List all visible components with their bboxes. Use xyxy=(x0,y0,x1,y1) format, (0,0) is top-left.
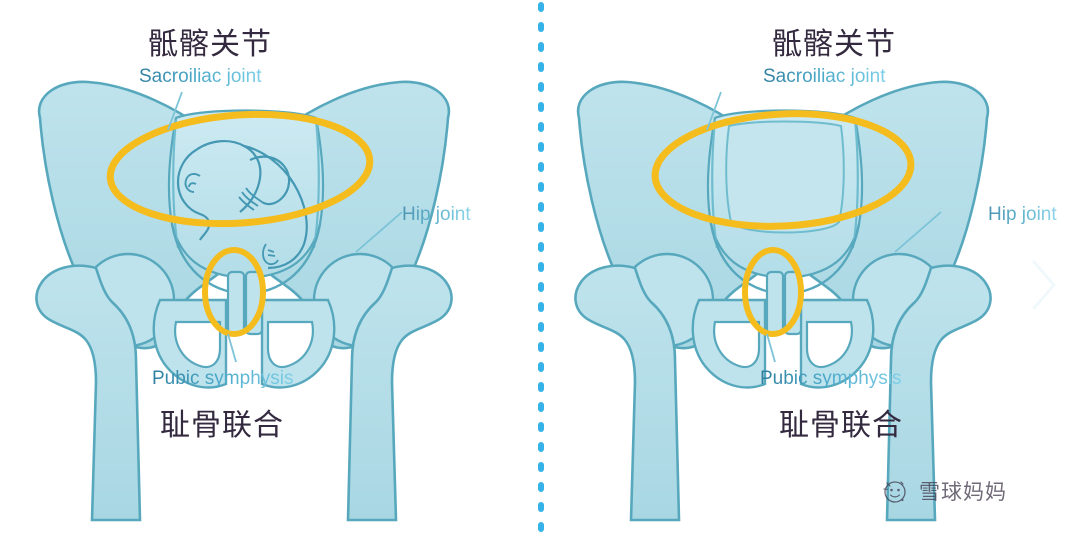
pubic-bone-left xyxy=(765,270,785,336)
panel-pelvis-with-fetus: 骶髂关节 Sacroiliac joint Hip joint Pubic sy… xyxy=(35,28,471,522)
obturator-foramen-left xyxy=(713,320,761,369)
leader-line-sacroiliac xyxy=(167,91,183,131)
label-pubic-symphysis-cn-right: 耻骨联合 xyxy=(779,409,903,442)
leader-line-hip xyxy=(355,211,403,253)
leader-line-hip xyxy=(894,211,942,253)
sacrum-body xyxy=(725,120,845,234)
divider-dots xyxy=(538,2,544,532)
panel-pelvis-empty: 骶髂关节 Sacroiliac joint Hip joint Pubic sy… xyxy=(541,0,1070,542)
label-pubic-symphysis-en-right: Pubic symphysis xyxy=(760,368,902,389)
sacroiliac-seam-left xyxy=(711,119,719,249)
label-sacroiliac-en-left: Sacroiliac joint xyxy=(139,66,262,87)
next-page-button[interactable] xyxy=(1024,250,1064,320)
dotted-divider xyxy=(536,0,546,542)
fetus-foot xyxy=(262,243,279,266)
femur-left xyxy=(574,264,681,522)
obturator-foramen-left xyxy=(174,320,222,369)
obturator-foramen-right xyxy=(266,320,314,369)
pelvis-illustration-left xyxy=(35,80,453,522)
label-pubic-symphysis-en-left: Pubic symphysis xyxy=(152,368,294,389)
obturator-foramen-right xyxy=(805,320,853,369)
watermark-text: 雪球妈妈 xyxy=(919,481,1007,504)
label-hip-joint-right: Hip joint xyxy=(988,204,1057,225)
pubic-symphysis-highlight-ring xyxy=(202,247,266,337)
pelvis-illustration-right xyxy=(574,80,992,522)
label-sacroiliac-en-right: Sacroiliac joint xyxy=(763,66,886,87)
pubic-bone-left xyxy=(226,270,246,336)
title-sacroiliac-cn-left: 骶髂关节 xyxy=(148,28,272,61)
title-sacroiliac-cn-right: 骶髂关节 xyxy=(772,28,896,61)
femur-left xyxy=(35,264,142,522)
label-pubic-symphysis-cn-left: 耻骨联合 xyxy=(160,409,284,442)
leader-line-pubic xyxy=(227,333,237,363)
fetus-hand-fingers xyxy=(238,187,263,211)
fetus-arm xyxy=(249,155,291,206)
fetus-fist xyxy=(184,172,201,193)
sacroiliac-seam-left xyxy=(172,119,180,249)
leader-line-pubic xyxy=(766,333,776,363)
femur-right xyxy=(346,264,453,522)
watermark: 雪球妈妈 xyxy=(880,476,1007,506)
sacroiliac-seam-right xyxy=(312,119,320,249)
label-hip-joint-left: Hip joint xyxy=(402,204,471,225)
leader-line-sacroiliac xyxy=(706,91,722,131)
smiley-face-icon xyxy=(883,481,906,503)
pubic-symphysis-highlight-ring xyxy=(742,247,804,337)
femur-right xyxy=(885,264,992,522)
fetus-head-profile xyxy=(176,149,211,241)
sacroiliac-highlight-ring xyxy=(106,110,374,228)
sacroiliac-seam-right xyxy=(851,119,859,249)
chevron-right-icon xyxy=(1029,257,1059,313)
sacroiliac-highlight-ring xyxy=(651,110,915,230)
fetus-skull xyxy=(195,140,262,213)
